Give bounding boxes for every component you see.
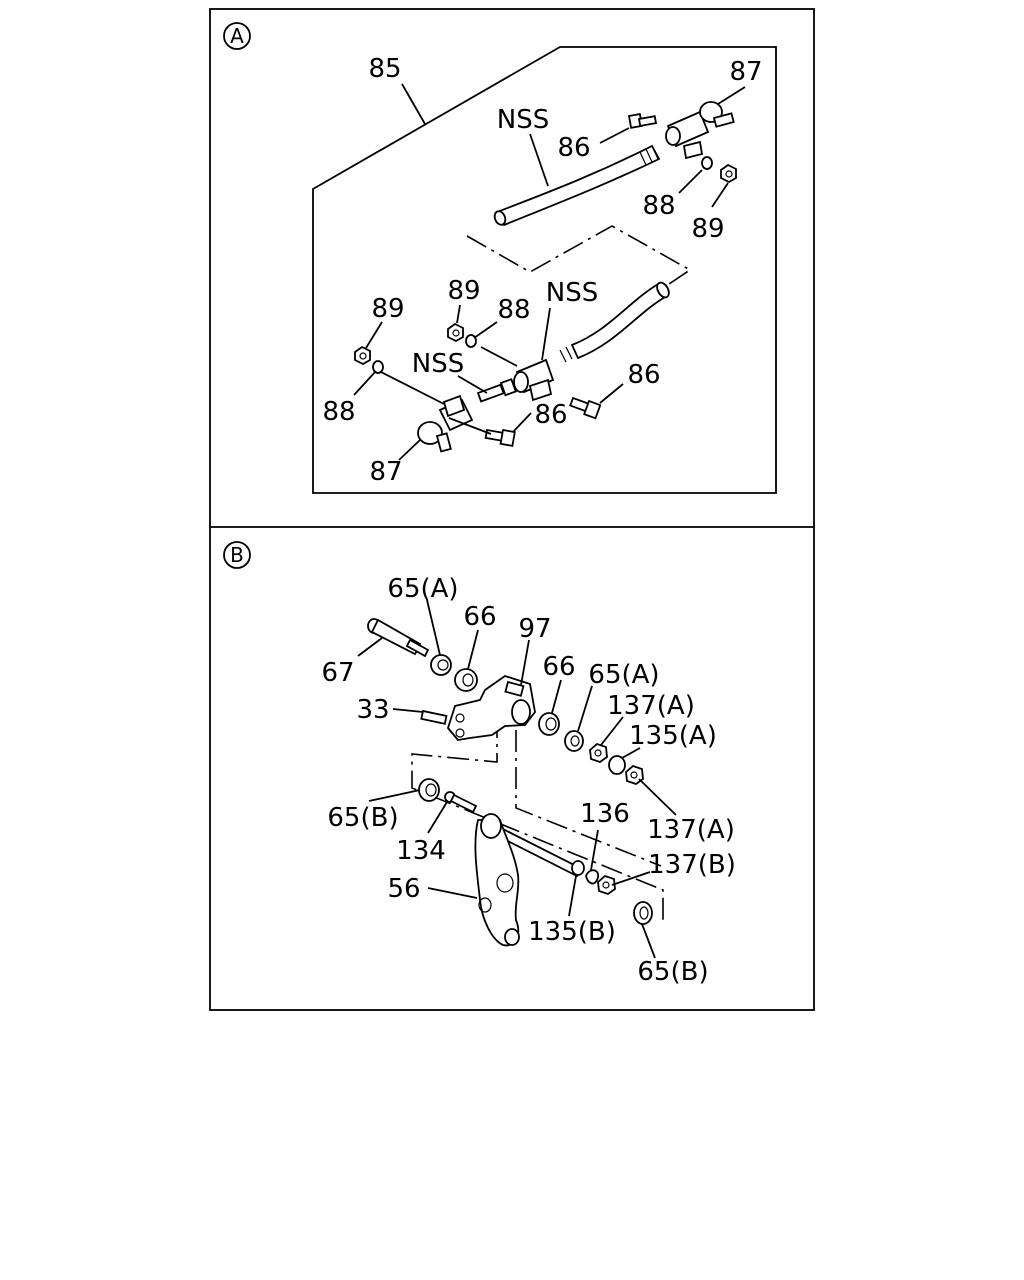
label-89-left: 89 <box>371 294 404 324</box>
lever-56 <box>474 813 582 947</box>
hose-top <box>493 144 661 227</box>
label-86-bottom: 86 <box>534 400 567 430</box>
label-65b-left: 65(B) <box>327 803 398 833</box>
nut-137a-top <box>589 742 608 763</box>
leaders-b <box>357 599 677 959</box>
washer-135a <box>608 755 626 775</box>
label-134: 134 <box>396 836 446 866</box>
panel-b-marker: B <box>230 543 244 567</box>
dash-line-b-right <box>515 730 662 867</box>
label-89-mid: 89 <box>447 276 480 306</box>
joint-87-top <box>665 101 735 160</box>
label-nss-top: NSS <box>497 105 549 135</box>
label-97: 97 <box>518 614 551 644</box>
label-67: 67 <box>321 658 354 688</box>
washer-88-mid <box>465 334 477 348</box>
stud-33 <box>420 709 448 725</box>
label-137b: 137(B) <box>648 850 736 880</box>
hose-lower <box>559 281 670 363</box>
panel-a: A <box>223 22 777 494</box>
bolt-86-bottom <box>484 428 516 447</box>
label-33: 33 <box>356 695 389 725</box>
panel-a-marker-circle <box>223 22 251 50</box>
panel-b: B <box>223 541 736 987</box>
nut-89-left <box>354 345 371 366</box>
label-136: 136 <box>580 799 630 829</box>
bolt-86-top <box>627 113 658 129</box>
label-85: 85 <box>368 54 401 84</box>
label-56: 56 <box>387 874 420 904</box>
label-66-top: 66 <box>463 602 496 632</box>
washer-88-top <box>701 156 713 170</box>
leaders-a <box>353 83 746 461</box>
panel-a-marker: A <box>230 24 244 48</box>
label-137a-top: 137(A) <box>607 691 695 721</box>
assembly-85-outline <box>312 46 777 494</box>
label-87-bottom: 87 <box>369 457 402 487</box>
label-86-right: 86 <box>627 360 660 390</box>
joint-87-bottom <box>417 394 474 453</box>
nut-89-top <box>720 163 737 184</box>
bushing-65b-bottom <box>633 901 653 925</box>
label-135b: 135(B) <box>528 917 616 947</box>
label-88-left: 88 <box>322 397 355 427</box>
label-89-top: 89 <box>691 214 724 244</box>
label-88-mid: 88 <box>497 295 530 325</box>
label-66-right: 66 <box>542 652 575 682</box>
label-65b-bottom: 65(B) <box>637 957 708 987</box>
bushing-65b-left <box>418 778 440 802</box>
pin-67 <box>367 618 430 658</box>
washer-88-left <box>372 360 384 374</box>
diagram-frame <box>209 8 815 1011</box>
dash-line-b-left <box>411 716 664 920</box>
label-86-top: 86 <box>557 133 590 163</box>
label-65a-top: 65(A) <box>387 574 458 604</box>
label-88-top: 88 <box>642 191 675 221</box>
washer-135b <box>571 860 585 876</box>
bushing-65a-right <box>564 730 584 752</box>
nut-89-mid <box>447 322 464 343</box>
bracket-97 <box>446 675 536 741</box>
label-137a-bottom: 137(A) <box>647 815 735 845</box>
panel-b-marker-circle <box>223 541 251 569</box>
dash-line-a <box>466 225 692 291</box>
label-87-top: 87 <box>729 57 762 87</box>
nut-137b <box>597 874 616 895</box>
label-65a-right: 65(A) <box>588 660 659 690</box>
bushing-65a-top <box>430 654 452 676</box>
clip-136 <box>585 869 600 885</box>
pin-134 <box>444 791 478 814</box>
bolt-nss-left <box>476 378 517 403</box>
bushing-66-right <box>538 712 560 736</box>
bushing-66-top <box>454 668 478 692</box>
joint-mid <box>513 358 555 402</box>
bolt-86-right <box>569 396 602 420</box>
label-135a: 135(A) <box>629 721 717 751</box>
label-nss-mid: NSS <box>546 278 598 308</box>
label-nss-left: NSS <box>412 349 464 379</box>
